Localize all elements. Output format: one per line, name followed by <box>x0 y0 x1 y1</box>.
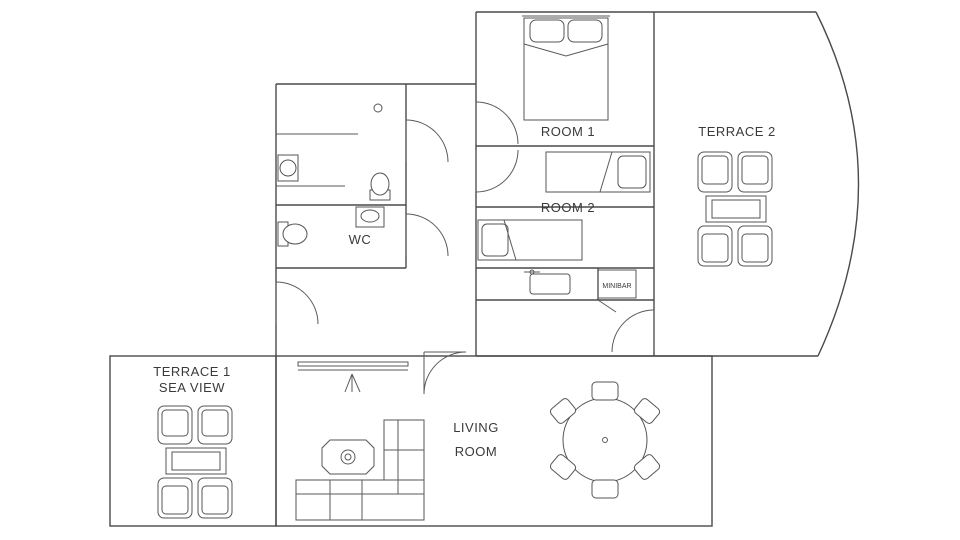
double-bed <box>522 15 610 121</box>
single-bed-room2-lower <box>477 219 583 261</box>
kitchen-sink <box>524 269 571 295</box>
wc-label: WC <box>349 232 372 247</box>
wc-fixtures <box>277 103 391 247</box>
room2-label: ROOM 2 <box>541 200 595 215</box>
terrace1-furniture <box>157 405 233 519</box>
living-room-label-line1: LIVING <box>453 420 499 435</box>
minibar-label: MINIBAR <box>602 283 631 290</box>
single-bed-room2-upper <box>545 151 651 193</box>
l-sofa <box>295 419 425 521</box>
dining-set <box>549 381 661 499</box>
terrace1-label-line1: TERRACE 1 <box>153 364 230 379</box>
terrace1-label-line2: SEA VIEW <box>159 380 225 395</box>
living-room-label-line2: ROOM <box>455 444 497 459</box>
room1-label: ROOM 1 <box>541 124 595 139</box>
terrace2-label: TERRACE 2 <box>698 124 775 139</box>
coffee-table <box>321 439 375 475</box>
minibar-box <box>597 269 637 299</box>
terrace2-furniture <box>697 151 773 267</box>
doors <box>275 101 655 395</box>
